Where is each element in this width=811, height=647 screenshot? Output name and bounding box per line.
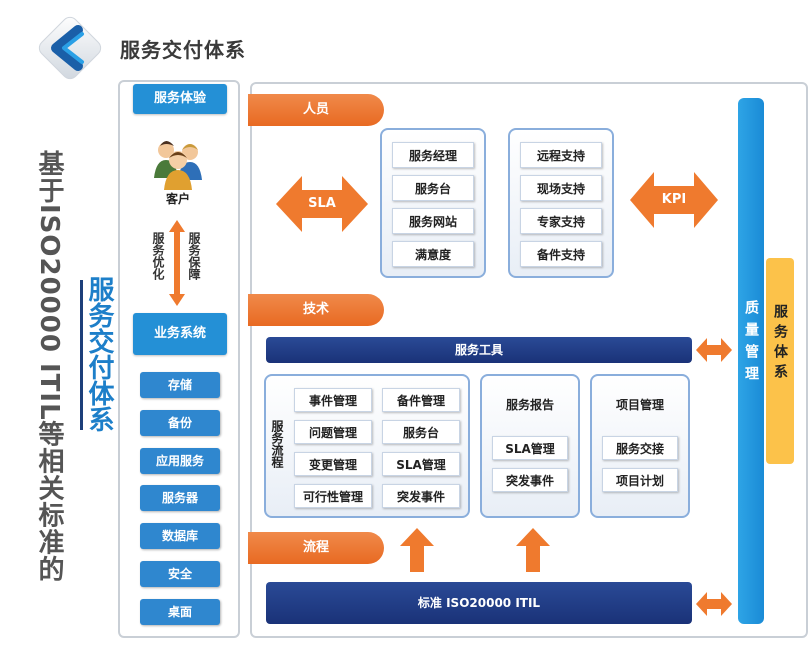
system-item-storage[interactable]: 存储 (140, 372, 220, 398)
guarantee-label: 服务保障 (187, 232, 201, 280)
kpi-label: KPI (661, 192, 687, 207)
standard-bar[interactable]: 标准 ISO20000 ITIL (266, 582, 692, 624)
project-item-handover[interactable]: 服务交接 (602, 436, 678, 460)
people-item-satisfaction[interactable]: 满意度 (392, 241, 474, 267)
report-item-sla[interactable]: SLA管理 (492, 436, 568, 460)
system-item-server[interactable]: 服务器 (140, 485, 220, 511)
system-item-app-service[interactable]: 应用服务 (140, 448, 220, 474)
process-item-spare[interactable]: 备件管理 (382, 388, 460, 412)
side-title-underline (80, 280, 83, 430)
system-item-security[interactable]: 安全 (140, 561, 220, 587)
service-system-box (766, 258, 794, 464)
process-item-change[interactable]: 变更管理 (294, 452, 372, 476)
kpi-double-arrow-icon (630, 172, 718, 228)
people-item-expert-support[interactable]: 专家支持 (520, 208, 602, 234)
double-vertical-arrow-icon (169, 220, 185, 306)
experience-header: 服务体验 (133, 84, 227, 114)
tab-people: 人员 (248, 94, 384, 126)
horizontal-double-arrow-icon (696, 592, 732, 616)
process-item-feasibility[interactable]: 可行性管理 (294, 484, 372, 508)
system-item-database[interactable]: 数据库 (140, 523, 220, 549)
process-item-incident[interactable]: 事件管理 (294, 388, 372, 412)
tab-tech: 技术 (248, 294, 384, 326)
system-item-desktop[interactable]: 桌面 (140, 599, 220, 625)
page-title: 服务交付体系 (120, 38, 246, 62)
process-item-sla[interactable]: SLA管理 (382, 452, 460, 476)
people-item-remote-support[interactable]: 远程支持 (520, 142, 602, 168)
up-arrow-icon (516, 528, 550, 572)
project-card-title: 项目管理 (615, 398, 664, 412)
optimize-label: 服务优化 (151, 232, 165, 280)
people-item-service-manager[interactable]: 服务经理 (392, 142, 474, 168)
quality-management-bar (738, 98, 764, 624)
users-icon (150, 134, 206, 190)
customer-label: 客户 (165, 192, 190, 206)
business-system-header: 业务系统 (133, 313, 227, 355)
process-item-problem[interactable]: 问题管理 (294, 420, 372, 444)
people-item-service-website[interactable]: 服务网站 (392, 208, 474, 234)
service-tools-bar[interactable]: 服务工具 (266, 337, 692, 363)
back-chevron-logo-icon[interactable] (32, 14, 108, 90)
people-item-onsite-support[interactable]: 现场支持 (520, 175, 602, 201)
sla-double-arrow-icon (276, 176, 368, 232)
up-arrow-icon (400, 528, 434, 572)
side-title-gray: 基于ISO20000 ITIL等相关标准的 (34, 150, 64, 583)
system-item-backup[interactable]: 备份 (140, 410, 220, 436)
quality-management-label: 质量管理 (743, 300, 759, 388)
service-system-label: 服务体系 (772, 304, 788, 384)
tab-process: 流程 (248, 532, 384, 564)
process-card-label: 服务流程 (270, 420, 284, 468)
process-item-emergency[interactable]: 突发事件 (382, 484, 460, 508)
process-item-service-desk[interactable]: 服务台 (382, 420, 460, 444)
report-card-title: 服务报告 (505, 398, 554, 412)
side-title-blue: 服务交付体系 (84, 276, 114, 432)
report-item-emergency[interactable]: 突发事件 (492, 468, 568, 492)
sla-label: SLA (308, 196, 336, 211)
people-item-spare-support[interactable]: 备件支持 (520, 241, 602, 267)
horizontal-double-arrow-icon (696, 338, 732, 362)
people-item-service-desk[interactable]: 服务台 (392, 175, 474, 201)
project-item-plan[interactable]: 项目计划 (602, 468, 678, 492)
